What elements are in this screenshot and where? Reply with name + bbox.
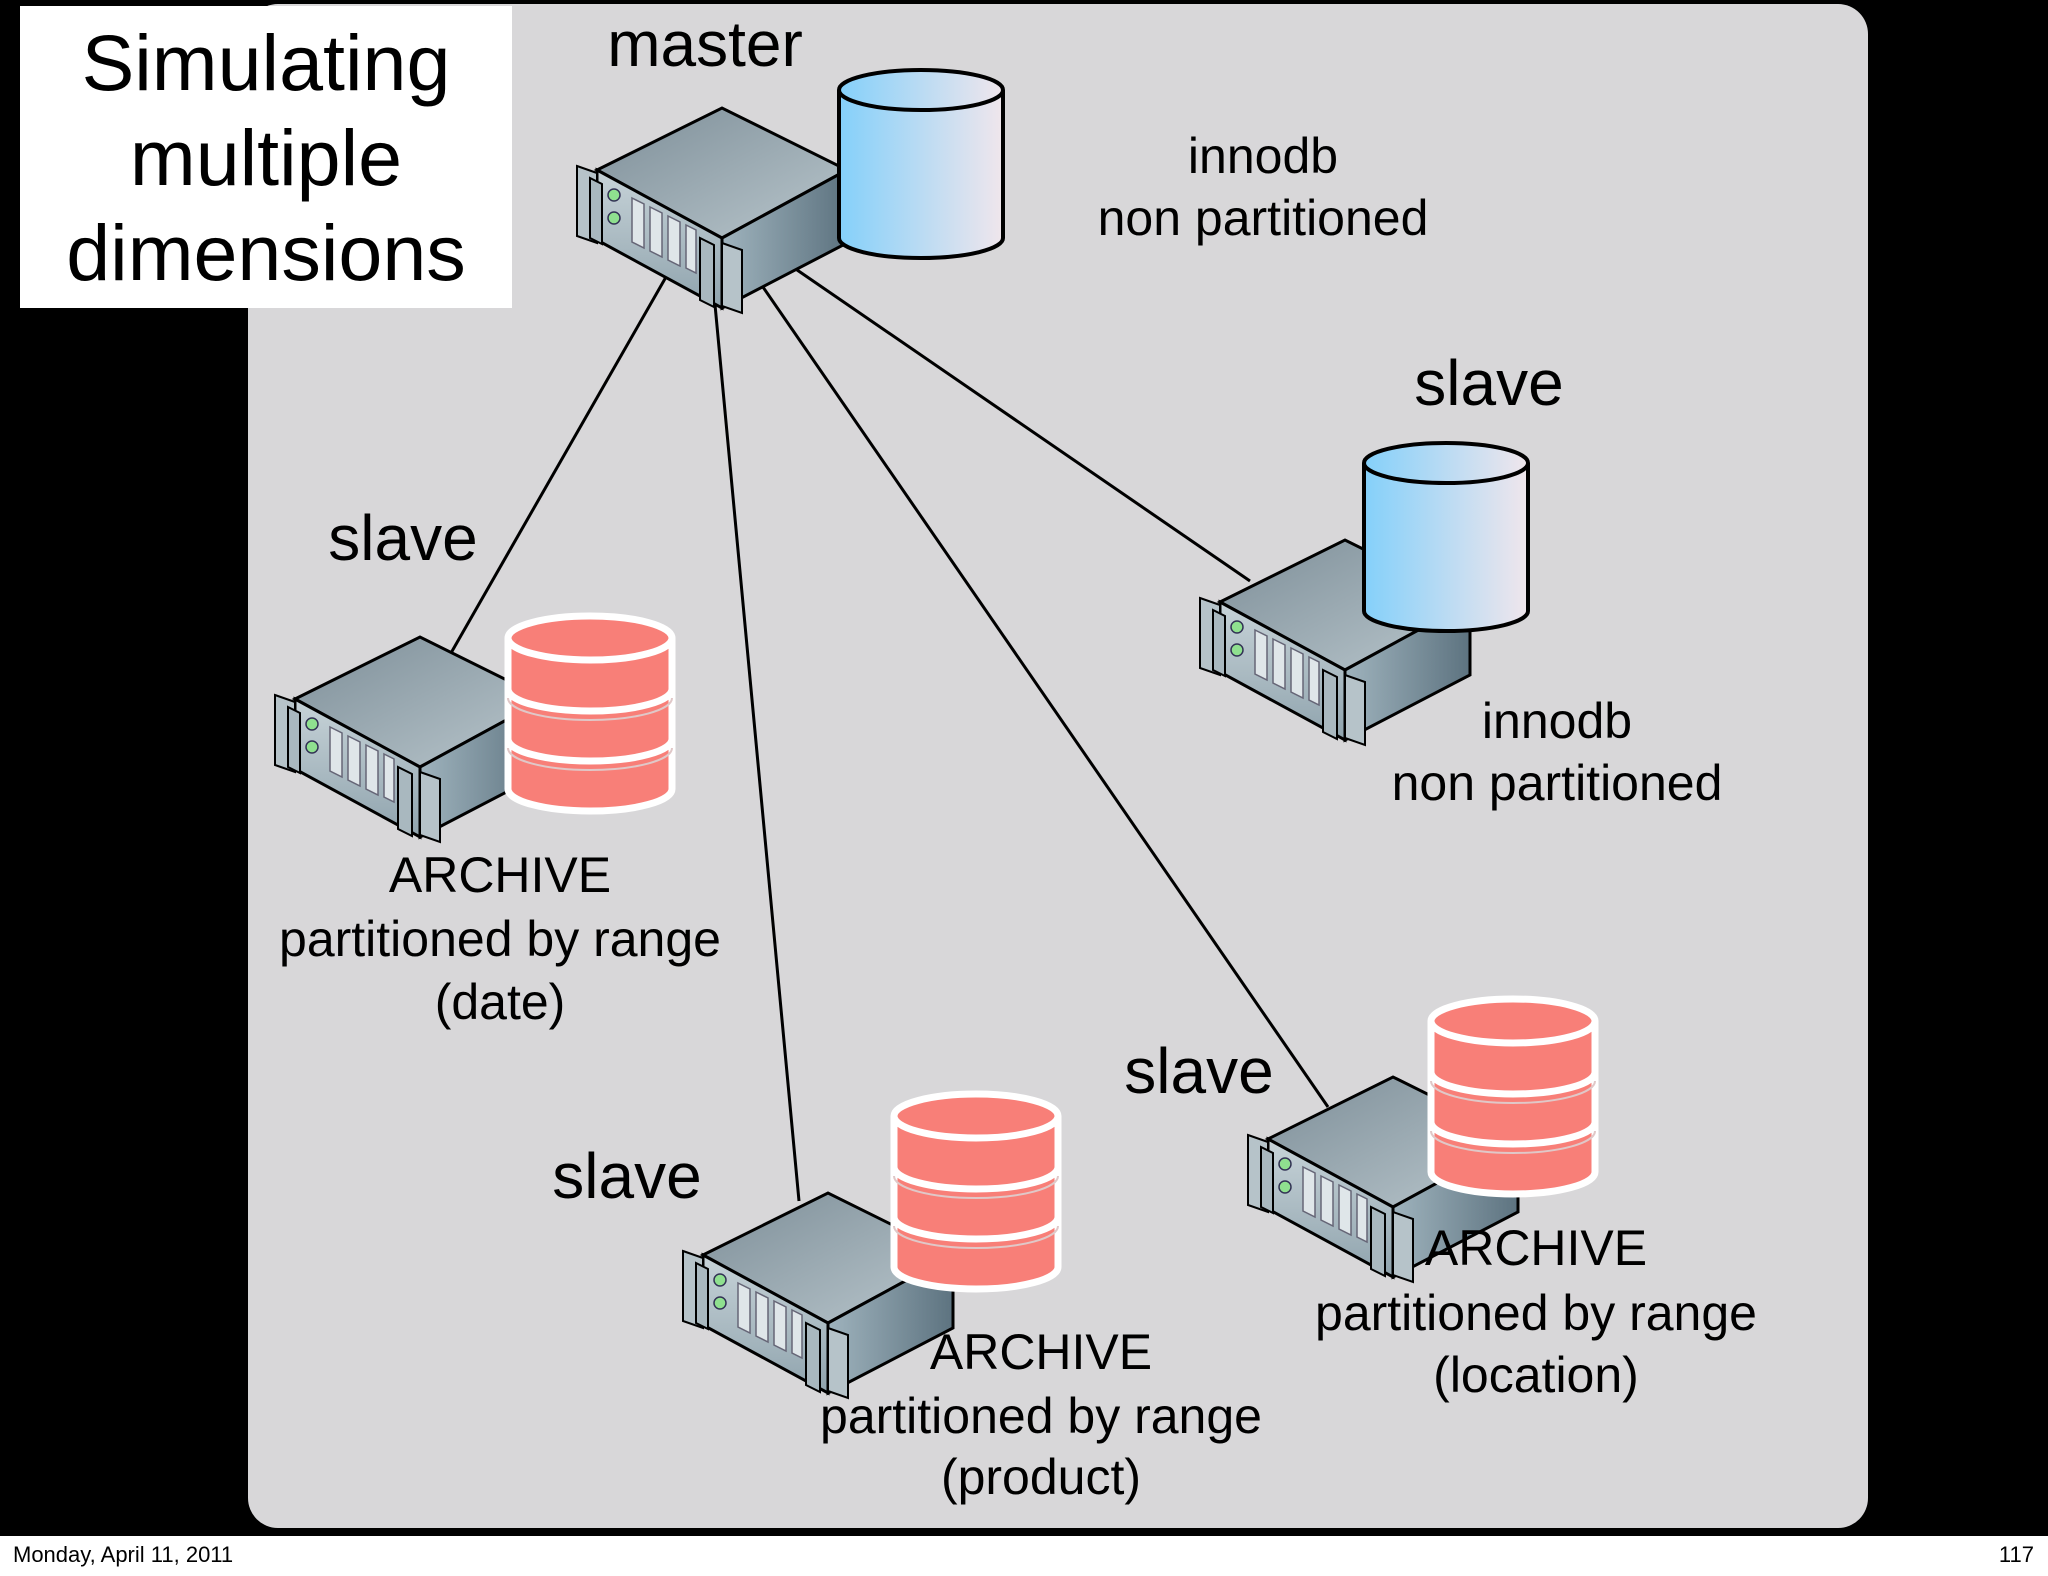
database-cylinder-icon xyxy=(837,68,1005,260)
master-node: master innodb non partitioned xyxy=(575,8,1429,315)
server-icon xyxy=(575,106,849,315)
slave-partitioning: partitioned by range xyxy=(279,911,721,967)
slave-partitioning: partitioned by range xyxy=(1315,1285,1757,1341)
slave-partition-key: (product) xyxy=(941,1449,1141,1505)
database-cylinder-icon xyxy=(508,616,672,811)
slave-engine: ARCHIVE xyxy=(930,1324,1152,1380)
database-cylinder-icon xyxy=(1431,999,1595,1194)
link-master-slave-innodb xyxy=(783,259,1251,583)
footer-page-number: 117 xyxy=(1998,1542,2034,1567)
master-engine: innodb xyxy=(1188,128,1338,184)
slave-partitioning: partitioned by range xyxy=(820,1388,1262,1444)
footer-date: Monday, April 11, 2011 xyxy=(13,1542,234,1567)
slave-engine: ARCHIVE xyxy=(1425,1220,1647,1276)
slave-node-innodb: slave innodb non partitioned xyxy=(1198,347,1723,811)
slide: master innodb non partitioned slave inno… xyxy=(0,0,2048,1536)
slave-label: slave xyxy=(1414,347,1563,419)
slide-title: Simulating multiple dimensions xyxy=(20,6,512,308)
slave-label: slave xyxy=(1124,1035,1273,1107)
slave-node-product: slave ARCHIVE partitioned by range (prod… xyxy=(552,1094,1262,1505)
slave-node-location: slave ARCHIVE partitioned by range (loca… xyxy=(1124,999,1757,1403)
link-master-slave-date xyxy=(449,269,672,654)
slave-partitioning: non partitioned xyxy=(1392,755,1723,811)
slave-label: slave xyxy=(328,502,477,574)
slave-partition-key: (location) xyxy=(1433,1347,1639,1403)
link-master-slave-location xyxy=(752,273,1330,1108)
database-cylinder-icon xyxy=(1362,441,1530,633)
slave-partition-key: (date) xyxy=(435,974,566,1030)
slave-label: slave xyxy=(552,1140,701,1212)
replication-diagram: master innodb non partitioned slave inno… xyxy=(273,8,1757,1505)
master-label: master xyxy=(607,8,803,80)
database-cylinder-icon xyxy=(894,1094,1058,1289)
replication-links xyxy=(449,259,1330,1202)
link-master-slave-product xyxy=(712,293,801,1202)
master-partitioning: non partitioned xyxy=(1098,190,1429,246)
slave-engine: innodb xyxy=(1482,693,1632,749)
slave-node-date: slave ARCHIVE partitioned by range (date… xyxy=(273,502,721,1030)
slave-engine: ARCHIVE xyxy=(389,847,611,903)
